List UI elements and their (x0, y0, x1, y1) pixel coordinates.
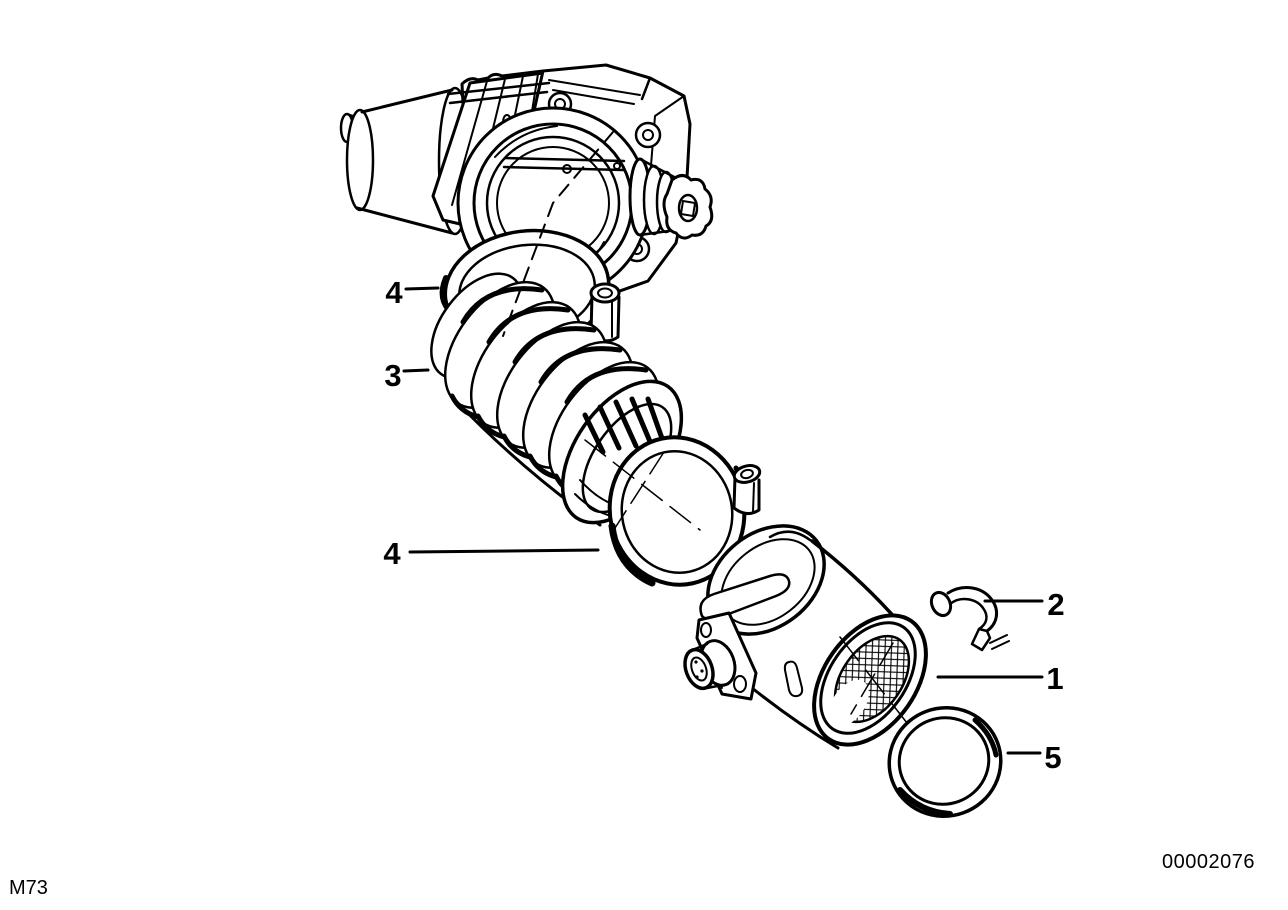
callout-1[interactable]: 1 (1046, 661, 1064, 696)
rubber-boot (430, 272, 684, 527)
retaining-clip (929, 586, 1010, 652)
callout-3[interactable]: 3 (384, 358, 402, 393)
leader-4-upper (404, 286, 440, 291)
o-ring (887, 706, 1003, 818)
model-code: M73 (9, 877, 48, 899)
assembly-axis-lines (502, 131, 908, 724)
callout-5[interactable]: 5 (1044, 740, 1062, 775)
callout-4-lower[interactable]: 4 (383, 536, 401, 571)
leader-3 (402, 368, 430, 373)
hose-clamp-lower (607, 435, 762, 587)
callout-leader-lines (402, 286, 1044, 755)
callout-2[interactable]: 2 (1047, 587, 1065, 622)
callout-4-upper[interactable]: 4 (385, 275, 403, 310)
diagram-number: 00002076 (1162, 851, 1255, 873)
leader-4-lower (408, 548, 600, 554)
